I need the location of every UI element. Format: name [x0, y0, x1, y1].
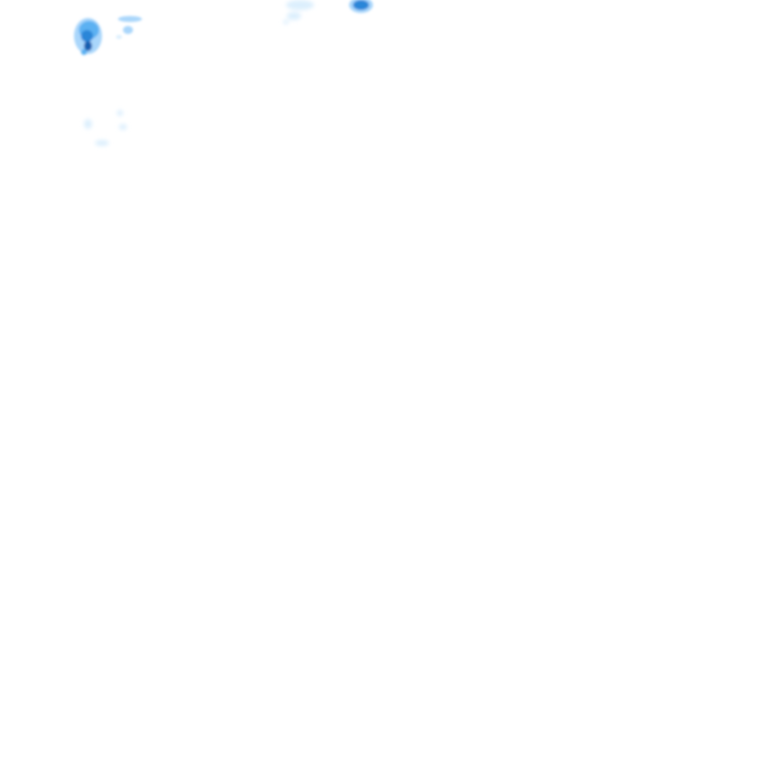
precip-cell-northwest-tail	[81, 49, 87, 55]
precip-cell-west-ring	[84, 110, 127, 146]
precip-cell-northwest	[74, 18, 102, 55]
precip-ring-e	[119, 124, 127, 130]
precip-cell-northwest-east	[116, 16, 142, 39]
precip-cell-northwest-core	[81, 30, 93, 42]
precip-faint-a	[286, 0, 314, 10]
precip-cell-north-center	[283, 0, 314, 24]
precip-cell-north-east-core	[353, 0, 369, 10]
precip-ring-ne	[117, 110, 123, 116]
precip-cell-north-east	[349, 0, 373, 13]
precip-streak-c	[116, 35, 122, 39]
precip-faint-b	[287, 12, 301, 20]
precip-ring-w	[84, 119, 92, 129]
precip-streak-a	[118, 16, 142, 22]
precip-ring-s	[95, 140, 109, 146]
precip-streak-b	[123, 26, 133, 34]
precip-cell-northwest-core-south	[84, 41, 92, 51]
precip-faint-c	[283, 20, 289, 24]
